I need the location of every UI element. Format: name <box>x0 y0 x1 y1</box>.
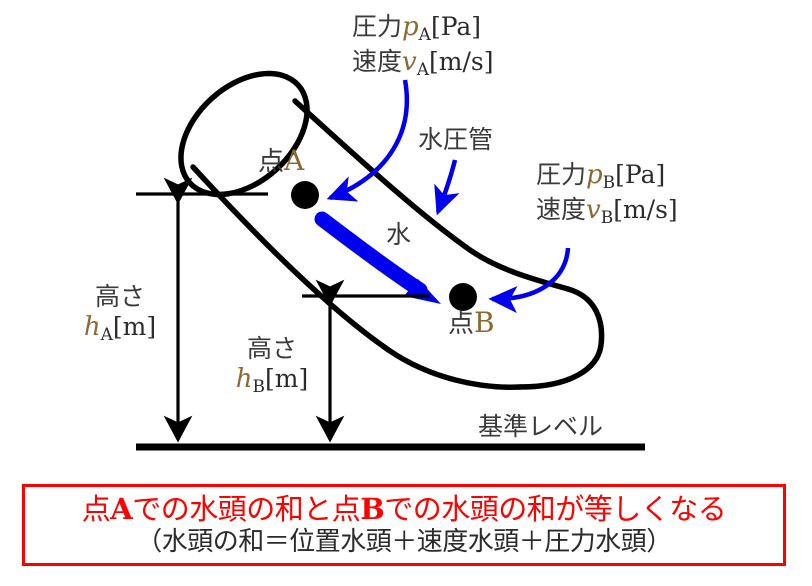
callout-b-pressure-var: p <box>586 160 603 190</box>
callout-b-velocity-var: v <box>586 194 601 225</box>
callout-b-pressure-unit: [Pa] <box>615 160 666 189</box>
conclusion-line-1: 点Aでの水頭の和と点Bでの水頭の和が等しくなる <box>81 491 727 526</box>
point-b-marker <box>449 283 477 311</box>
conclusion-part-3: での水頭の和が等しくなる <box>384 491 727 526</box>
point-b-letter: B <box>474 306 495 339</box>
callout-a-velocity-sub: A <box>416 59 429 80</box>
callout-b-pressure-sub: B <box>602 172 616 193</box>
water-flow-arrow-shaft <box>314 211 428 298</box>
callout-a-velocity-var: v <box>402 46 417 77</box>
point-a-prefix: 点 <box>258 147 285 177</box>
conclusion-letter-b: B <box>360 491 385 526</box>
conclusion-line-2: （水頭の和＝位置水頭＋速度水頭＋圧力水頭） <box>136 526 672 557</box>
callout-arrow-to-point-a <box>326 79 410 202</box>
height-b-label: 高さ hB[m] <box>218 334 326 396</box>
water-flow-arrow-head <box>404 279 441 304</box>
point-b-prefix: 点 <box>448 309 475 339</box>
callout-b-velocity-label: 速度 <box>536 194 587 224</box>
callout-a-pressure-var: p <box>402 12 419 42</box>
callout-a-pressure-sub: A <box>418 24 431 45</box>
height-a-label: 高さ hA[m] <box>66 282 174 344</box>
callout-b-text: 圧力pB[Pa] 速度vB[m/s] <box>536 160 678 228</box>
height-b-unit: [m] <box>265 363 309 393</box>
pipe-upper-wall <box>292 98 571 292</box>
height-a-var: h <box>83 311 101 342</box>
callout-a-velocity-unit: [m/s] <box>429 46 494 76</box>
conclusion-letter-a: A <box>110 491 133 526</box>
height-b-var: h <box>235 363 253 394</box>
height-b-symbol: hB[m] <box>218 364 326 397</box>
point-a-marker <box>291 181 319 209</box>
pipe-right-cap <box>517 286 605 390</box>
callout-a-pressure-unit: [Pa] <box>430 12 482 41</box>
pipe-label: 水圧管 <box>418 125 494 154</box>
callout-a-pressure: 圧力pA[Pa] <box>352 12 493 45</box>
callout-b-velocity: 速度vB[m/s] <box>536 195 678 228</box>
point-a-letter: A <box>284 144 305 177</box>
callout-b-velocity-unit: [m/s] <box>613 194 678 224</box>
height-a-sub: A <box>100 324 113 345</box>
height-b-jp: 高さ <box>246 334 297 363</box>
height-b-sub: B <box>252 376 266 397</box>
callout-b-velocity-sub: B <box>600 207 614 228</box>
point-b-label: 点B <box>448 306 495 340</box>
height-a-jp: 高さ <box>94 282 145 311</box>
callout-a-velocity-label: 速度 <box>352 46 403 76</box>
water-label: 水 <box>386 220 412 249</box>
callout-arrow-to-pipe <box>434 159 460 216</box>
callout-a-velocity: 速度vA[m/s] <box>352 47 493 80</box>
callout-arrow-to-point-b <box>488 247 571 314</box>
callout-a-text: 圧力pA[Pa] 速度vA[m/s] <box>352 12 493 80</box>
point-a-label: 点A <box>258 144 304 178</box>
conclusion-part-2: での水頭の和と点 <box>132 491 361 526</box>
conclusion-part-1: 点 <box>81 491 111 526</box>
callout-b-pressure: 圧力pB[Pa] <box>536 160 678 193</box>
datum-level-label: 基準レベル <box>478 412 604 441</box>
callout-b-pressure-label: 圧力 <box>536 160 587 189</box>
height-a-symbol: hA[m] <box>66 312 174 345</box>
conclusion-box: 点Aでの水頭の和と点Bでの水頭の和が等しくなる （水頭の和＝位置水頭＋速度水頭＋… <box>22 484 786 566</box>
callout-a-pressure-label: 圧力 <box>352 12 403 41</box>
pipe-lower-wall <box>190 164 523 390</box>
height-a-unit: [m] <box>112 311 157 341</box>
